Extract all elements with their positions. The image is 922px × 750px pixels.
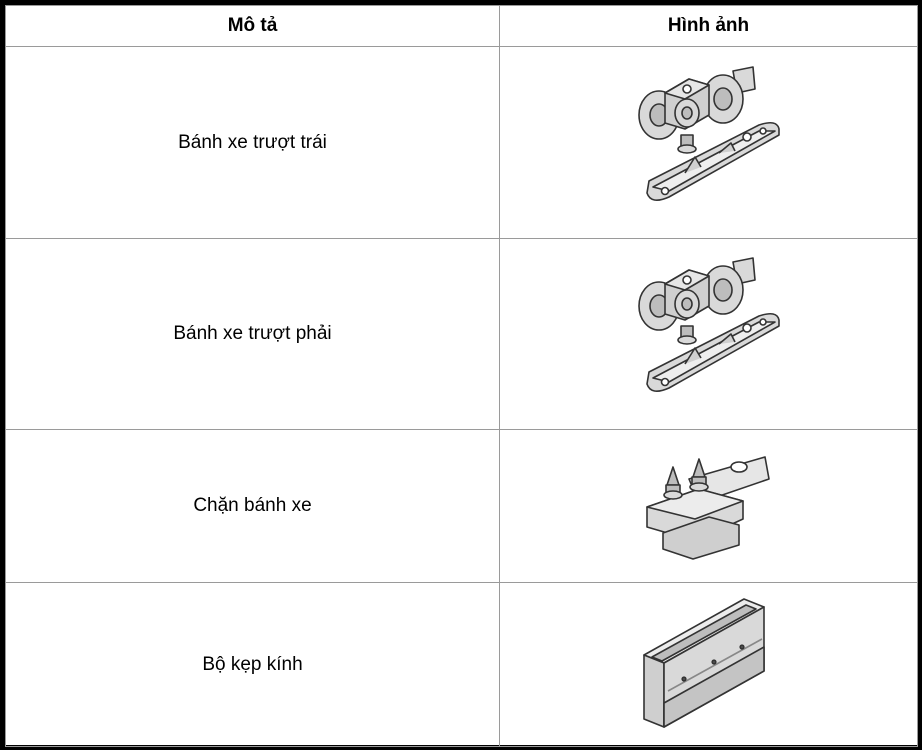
right-sliding-roller-icon: [637, 257, 780, 392]
parts-table: Mô tả Hình ảnh Bánh xe trượt trái: [5, 5, 918, 747]
row-description: Bánh xe trượt phải: [5, 238, 500, 430]
table-header-row: Mô tả Hình ảnh: [5, 5, 918, 47]
table-row: Bộ kẹp kính: [5, 582, 918, 747]
header-description: Mô tả: [5, 5, 500, 47]
row-image: [499, 46, 918, 239]
row-image: [499, 238, 918, 430]
table-row: Bánh xe trượt trái: [5, 46, 918, 239]
header-image: Hình ảnh: [499, 5, 918, 47]
roller-stopper-icon: [645, 455, 770, 560]
row-description: Bánh xe trượt trái: [5, 46, 500, 239]
left-sliding-roller-icon: [637, 65, 780, 201]
row-image: [499, 582, 918, 747]
row-description: Chặn bánh xe: [5, 429, 500, 583]
glass-clamp-icon: [642, 597, 765, 728]
row-image: [499, 429, 918, 583]
row-description: Bộ kẹp kính: [5, 582, 500, 747]
table-row: Bánh xe trượt phải: [5, 238, 918, 430]
table-row: Chặn bánh xe: [5, 429, 918, 583]
